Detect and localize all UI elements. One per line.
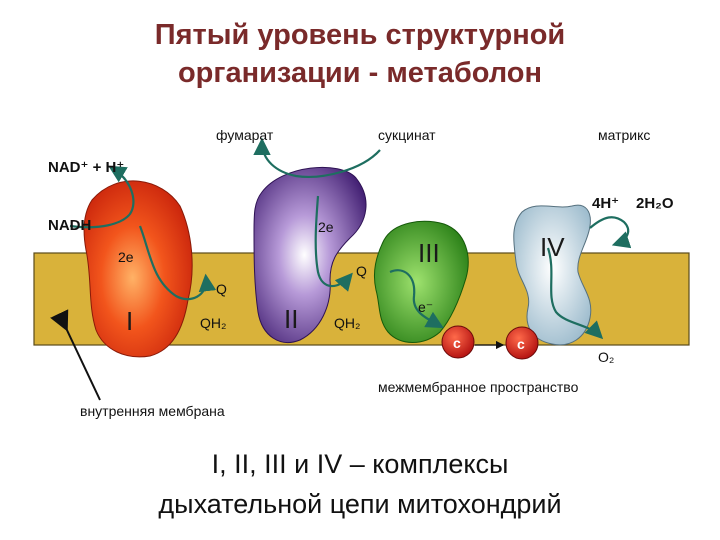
complex-III-e-arrow [389,269,444,329]
slide-title: Пятый уровень структурной организации - … [0,16,720,92]
complex-IV-o2-arrow [546,247,604,340]
o2-label: O₂ [598,349,614,365]
slide-caption: I, II, III и IV – комплексы дыхательной … [0,444,720,524]
title-line-2: организации - метаболон [177,57,543,89]
cytochrome-c-2 [505,326,539,360]
succinate-label: сукцинат [378,127,436,143]
complex-I-q-arrow [138,225,217,301]
cytochrome-c-label-1: c [453,335,461,351]
caption-line-1: I, II, III и IV – комплексы [211,449,509,479]
e-minus-label: e⁻ [418,299,433,315]
inner-membrane-label: внутренняя мембрана [80,403,225,419]
nadh-label: NADH [48,217,91,234]
complex-I-label: I [126,306,133,336]
four-h-label: 4H⁺ [592,195,619,212]
complex-II-shape [253,166,367,343]
intermembrane-space-label: межмембранное пространство [378,379,579,395]
two-e-label-2: 2e [318,219,334,235]
inner-membrane-pointer [50,309,101,401]
qh2-label-1: QH₂ [200,315,226,331]
complex-II-q-arrow [314,195,353,292]
matrix-label: матрикс [598,127,650,143]
succinate-fumarate-arrow [253,137,381,178]
complex-IV-label: IV [540,232,565,262]
complex-I-shape [83,180,193,358]
two-h2o-label: 2H₂O [636,195,674,212]
caption-line-2: дыхательной цепи митохондрий [158,489,562,519]
nad-label: NAD⁺ + H⁺ [48,159,124,176]
title-line-1: Пятый уровень структурной [154,19,566,51]
qh2-label-2: QH₂ [334,315,360,331]
q-label-2: Q [356,263,367,279]
complex-III-label: III [418,238,440,268]
complex-II-label: II [284,304,298,334]
proton-arrow [589,216,632,249]
nadh-arrow [69,165,135,229]
fumarate-label: фумарат [216,127,274,143]
cytochrome-c-1 [441,325,475,359]
cytochrome-c-label-2: c [517,336,525,352]
two-e-label-1: 2e [118,249,134,265]
q-label-1: Q [216,281,227,297]
complex-III-shape [373,220,469,343]
